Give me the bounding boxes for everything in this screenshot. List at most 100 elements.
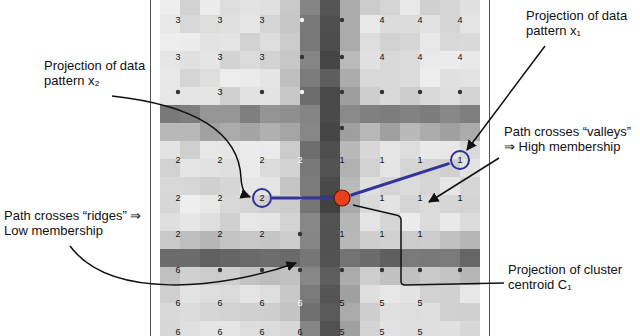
matrix-cell — [260, 249, 280, 267]
unit-dot — [340, 18, 344, 22]
page-frame — [151, 0, 490, 336]
matrix-cell — [460, 213, 480, 231]
callout-text: Projection of cluster centroid C₁ — [508, 262, 622, 292]
cluster-number: 4 — [457, 15, 462, 25]
matrix-cell — [340, 0, 360, 15]
cluster-number: 5 — [339, 298, 344, 308]
matrix-cell — [180, 285, 200, 303]
matrix-cell — [180, 123, 200, 141]
matrix-cell — [460, 249, 480, 267]
matrix-cell — [400, 285, 420, 303]
matrix-cell — [220, 285, 240, 303]
unit-dot — [458, 90, 462, 94]
matrix-cell — [200, 249, 220, 267]
matrix-cell — [260, 321, 280, 336]
matrix-cell — [340, 33, 360, 51]
matrix-cell — [440, 195, 460, 213]
matrix-cell — [440, 177, 460, 195]
path-segment — [272, 197, 333, 200]
matrix-cell — [260, 123, 280, 141]
leader-arrow — [112, 96, 250, 197]
matrix-cell — [380, 87, 400, 105]
callout-text: Projection of data pattern x₁ — [526, 8, 627, 38]
cluster-number: 6 — [217, 327, 222, 336]
cluster-number: 1 — [379, 193, 384, 203]
cluster-number: 6 — [175, 298, 180, 308]
matrix-cell — [440, 15, 460, 33]
matrix-cell — [300, 177, 320, 195]
matrix-cell — [180, 231, 200, 249]
cluster-number: 1 — [379, 155, 384, 165]
matrix-cell — [280, 123, 300, 141]
unit-dot — [260, 90, 264, 94]
matrix-cell — [360, 231, 380, 249]
callout-text: Path crosses “ridges” ⇒ Low membership — [4, 208, 144, 238]
unit-dot — [300, 18, 304, 22]
unit-dot — [340, 126, 344, 130]
matrix-cell — [360, 51, 380, 69]
matrix-cell — [420, 303, 440, 321]
matrix-cell — [240, 51, 260, 69]
cluster-number: 3 — [175, 15, 180, 25]
cluster-number: 2 — [175, 229, 180, 239]
matrix-cell — [380, 105, 400, 123]
matrix-cell — [160, 33, 180, 51]
cluster-number: 3 — [175, 52, 180, 62]
cluster-number: 2 — [217, 229, 222, 239]
cluster-number: 3 — [259, 52, 264, 62]
matrix-cell — [460, 303, 480, 321]
cluster-number: 5 — [339, 298, 344, 308]
matrix-cell — [380, 33, 400, 51]
matrix-cell — [460, 87, 480, 105]
matrix-cell — [400, 321, 420, 336]
matrix-cell — [320, 33, 340, 51]
matrix-cell — [240, 15, 260, 33]
matrix-cell — [220, 249, 240, 267]
cluster-number: 3 — [217, 52, 222, 62]
matrix-cell — [420, 69, 440, 87]
callout-text: Projection of cluster centroid C₁ — [508, 262, 634, 292]
matrix-cell — [440, 105, 460, 123]
matrix-cell — [180, 15, 200, 33]
cluster-number: 3 — [217, 52, 222, 62]
matrix-cell — [420, 141, 440, 159]
matrix-cell — [320, 69, 340, 87]
matrix-cell — [240, 87, 260, 105]
matrix-cell — [220, 51, 240, 69]
matrix-cell — [340, 69, 360, 87]
matrix-cell — [440, 69, 460, 87]
matrix-cell — [240, 159, 260, 177]
callout-text: Path crosses “ridges” ⇒ Low membership — [4, 208, 141, 238]
matrix-cell — [220, 321, 240, 336]
cluster-number: 6 — [175, 298, 180, 308]
matrix-cell — [180, 141, 200, 159]
matrix-cell — [160, 51, 180, 69]
cluster-number: 3 — [217, 87, 222, 97]
matrix-cell — [220, 159, 240, 177]
cluster-number: 6 — [175, 265, 180, 275]
matrix-cell — [280, 33, 300, 51]
matrix-cell — [360, 69, 380, 87]
matrix-cell — [200, 231, 220, 249]
matrix-cell — [220, 69, 240, 87]
matrix-cell — [320, 249, 340, 267]
matrix-cell — [320, 285, 340, 303]
cluster-number: 2 — [259, 229, 264, 239]
matrix-cell — [420, 213, 440, 231]
matrix-cell — [240, 123, 260, 141]
matrix-cell — [300, 69, 320, 87]
cluster-number: 5 — [417, 327, 422, 336]
matrix-cell — [460, 15, 480, 33]
matrix-cell — [320, 123, 340, 141]
cluster-number: 6 — [259, 298, 264, 308]
matrix-cell — [340, 51, 360, 69]
matrix-cell — [180, 177, 200, 195]
matrix-cell — [300, 303, 320, 321]
matrix-cell — [360, 303, 380, 321]
cluster-number: 2 — [217, 155, 222, 165]
matrix-cell — [360, 213, 380, 231]
matrix-cell — [180, 33, 200, 51]
matrix-cell — [440, 321, 460, 336]
cluster-number: 1 — [379, 229, 384, 239]
matrix-cell — [280, 231, 300, 249]
